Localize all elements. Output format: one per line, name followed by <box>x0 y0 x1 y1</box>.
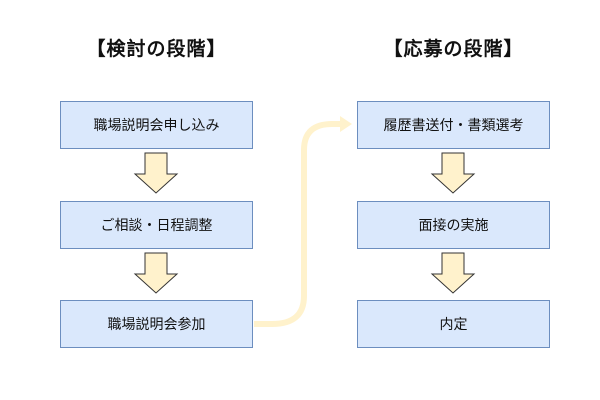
down-arrow-2 <box>133 252 179 294</box>
down-arrow-1 <box>133 152 179 194</box>
step-consultation-scheduling: ご相談・日程調整 <box>60 201 253 249</box>
down-arrow-4 <box>430 252 476 294</box>
consideration-stage-title: 【検討の段階】 <box>86 38 227 60</box>
connector-arrow-head <box>340 116 352 132</box>
step-seminar-application: 職場説明会申し込み <box>60 101 253 149</box>
down-arrow-3 <box>430 152 476 194</box>
application-stage-title: 【応募の段階】 <box>383 38 524 60</box>
step-job-offer: 内定 <box>357 300 550 348</box>
step-interview: 面接の実施 <box>357 201 550 249</box>
step-resume-screening: 履歴書送付・書類選考 <box>357 101 550 149</box>
connector-arrow <box>254 121 340 327</box>
step-seminar-attendance: 職場説明会参加 <box>60 300 253 348</box>
